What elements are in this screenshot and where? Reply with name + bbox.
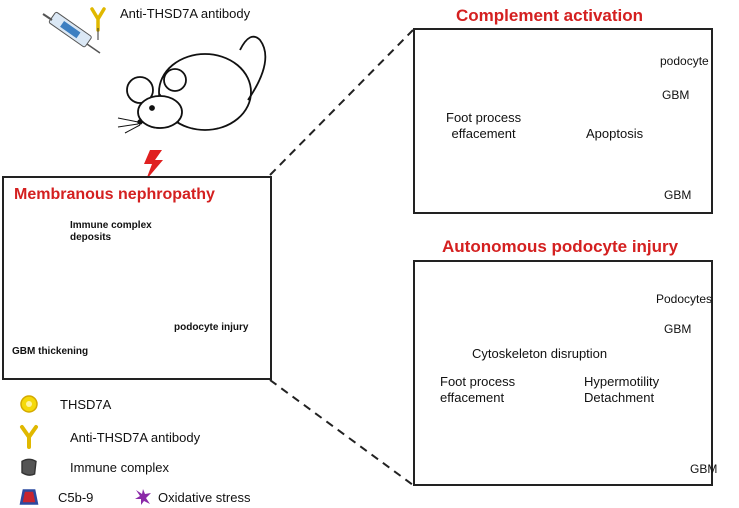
connector-bottom [269, 379, 414, 486]
mn-panel [2, 176, 272, 380]
foot-process-label: Foot process effacement [446, 110, 522, 141]
gbm-mid-label: GBM [664, 322, 692, 336]
legend-thsd7a-label: THSD7A [60, 397, 112, 412]
podocyte-injury-label: podocyte injury [174, 322, 249, 333]
hypermotility-label: Hypermotility Detachment [584, 374, 660, 405]
gbm-top-label: GBM [662, 88, 690, 102]
legend-immune-label: Immune complex [70, 460, 169, 475]
apoptosis-label: Apoptosis [586, 126, 644, 141]
podocytes-label: Podocytes [656, 292, 713, 306]
gbm-thickening-label: GBM thickening [12, 346, 89, 357]
complement-title: Complement activation [456, 6, 644, 25]
mouse-icon [117, 35, 267, 134]
mn-title: Membranous nephropathy [14, 186, 215, 203]
legend-oxidative-label: Oxidative stress [158, 490, 251, 505]
syringe-icon [42, 11, 101, 54]
gbm-bottom-label: GBM [664, 188, 692, 202]
legend-oxidative-icon [135, 489, 151, 505]
autonomous-panel [413, 260, 713, 486]
complement-panel [413, 28, 713, 214]
legend-antibody-label: Anti-THSD7A antibody [70, 430, 201, 445]
lightning-icon [144, 150, 163, 180]
legend-c5b9-icon [19, 489, 39, 505]
cytoskeleton-label: Cytoskeleton disruption [472, 346, 608, 361]
antibody-injection-label: Anti-THSD7A antibody [120, 6, 251, 21]
legend-thsd7a-icon [20, 395, 38, 413]
antibody-top-icon [90, 7, 106, 32]
legend-antibody-icon [20, 425, 38, 449]
connector-top [269, 29, 414, 176]
immune-deposits-label: Immune complex deposits [70, 220, 152, 243]
legend-c5b9-label: C5b-9 [58, 490, 94, 505]
podocyte-label: podocyte [660, 54, 709, 68]
gbm-bottom-label-2: GBM [690, 462, 718, 476]
foot-process-label-2: Foot process effacement [440, 374, 516, 405]
legend-immune-icon [21, 458, 37, 476]
autonomous-title: Autonomous podocyte injury [442, 237, 679, 256]
